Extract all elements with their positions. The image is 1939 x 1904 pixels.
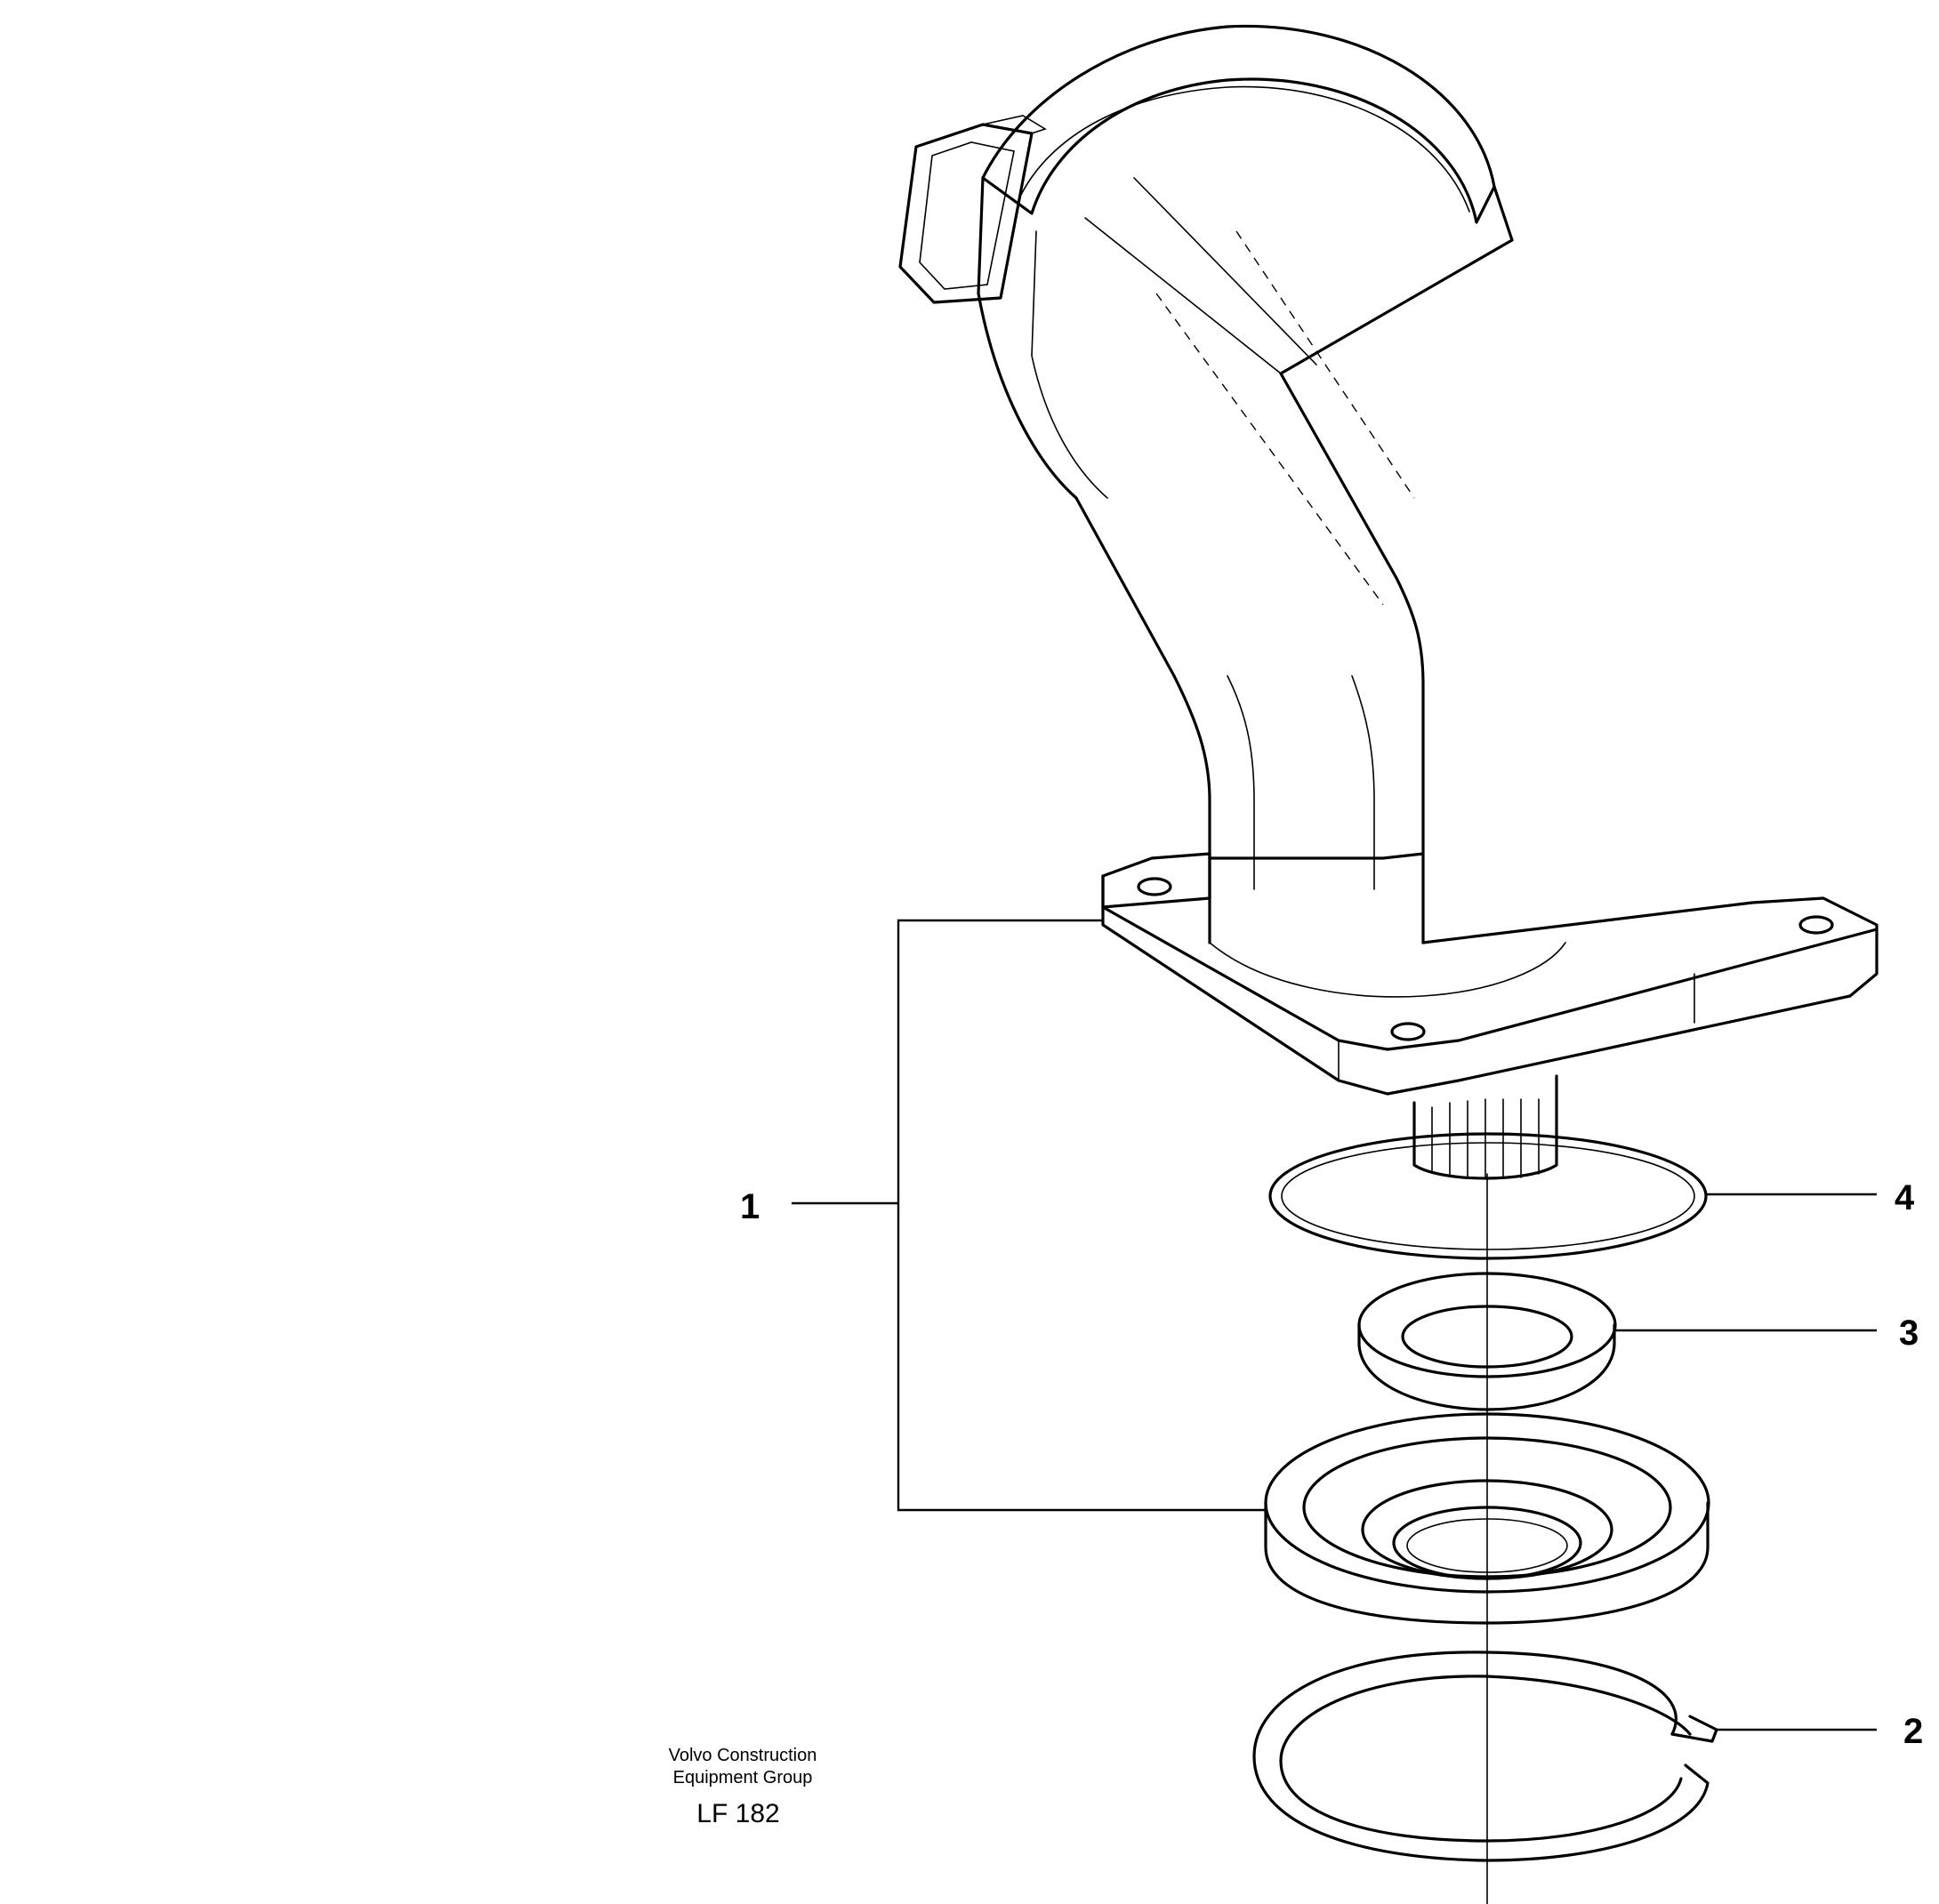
o-ring [1268,1132,1708,1260]
flange-bolt-hole [1137,877,1172,896]
flange-bolt-hole [1798,915,1834,935]
leader-lines [792,919,1877,1731]
snap-ring [1252,1651,1718,1862]
callout-1: 1 [740,1187,760,1226]
seal-housing [1264,1412,1710,1625]
figure-code: LF 182 [696,1799,780,1828]
motor-mounting-flange [1101,852,1211,909]
callout-3: 3 [1899,1314,1919,1353]
callout-4: 4 [1895,1178,1915,1217]
motor-end-cap [981,24,1496,224]
motor-housing-neck [1227,675,1255,890]
company-caption: Volvo Construction Equipment Group [623,1745,863,1789]
shaft-seal-ring [1357,1272,1617,1411]
callout-2: 2 [1903,1712,1923,1751]
company-line-1: Volvo Construction [668,1746,817,1765]
hydraulic-motor [898,24,1879,1180]
company-line-2: Equipment Group [672,1768,813,1788]
flange-bolt-hole [1390,1022,1426,1041]
motor-housing-upper [977,176,1514,860]
